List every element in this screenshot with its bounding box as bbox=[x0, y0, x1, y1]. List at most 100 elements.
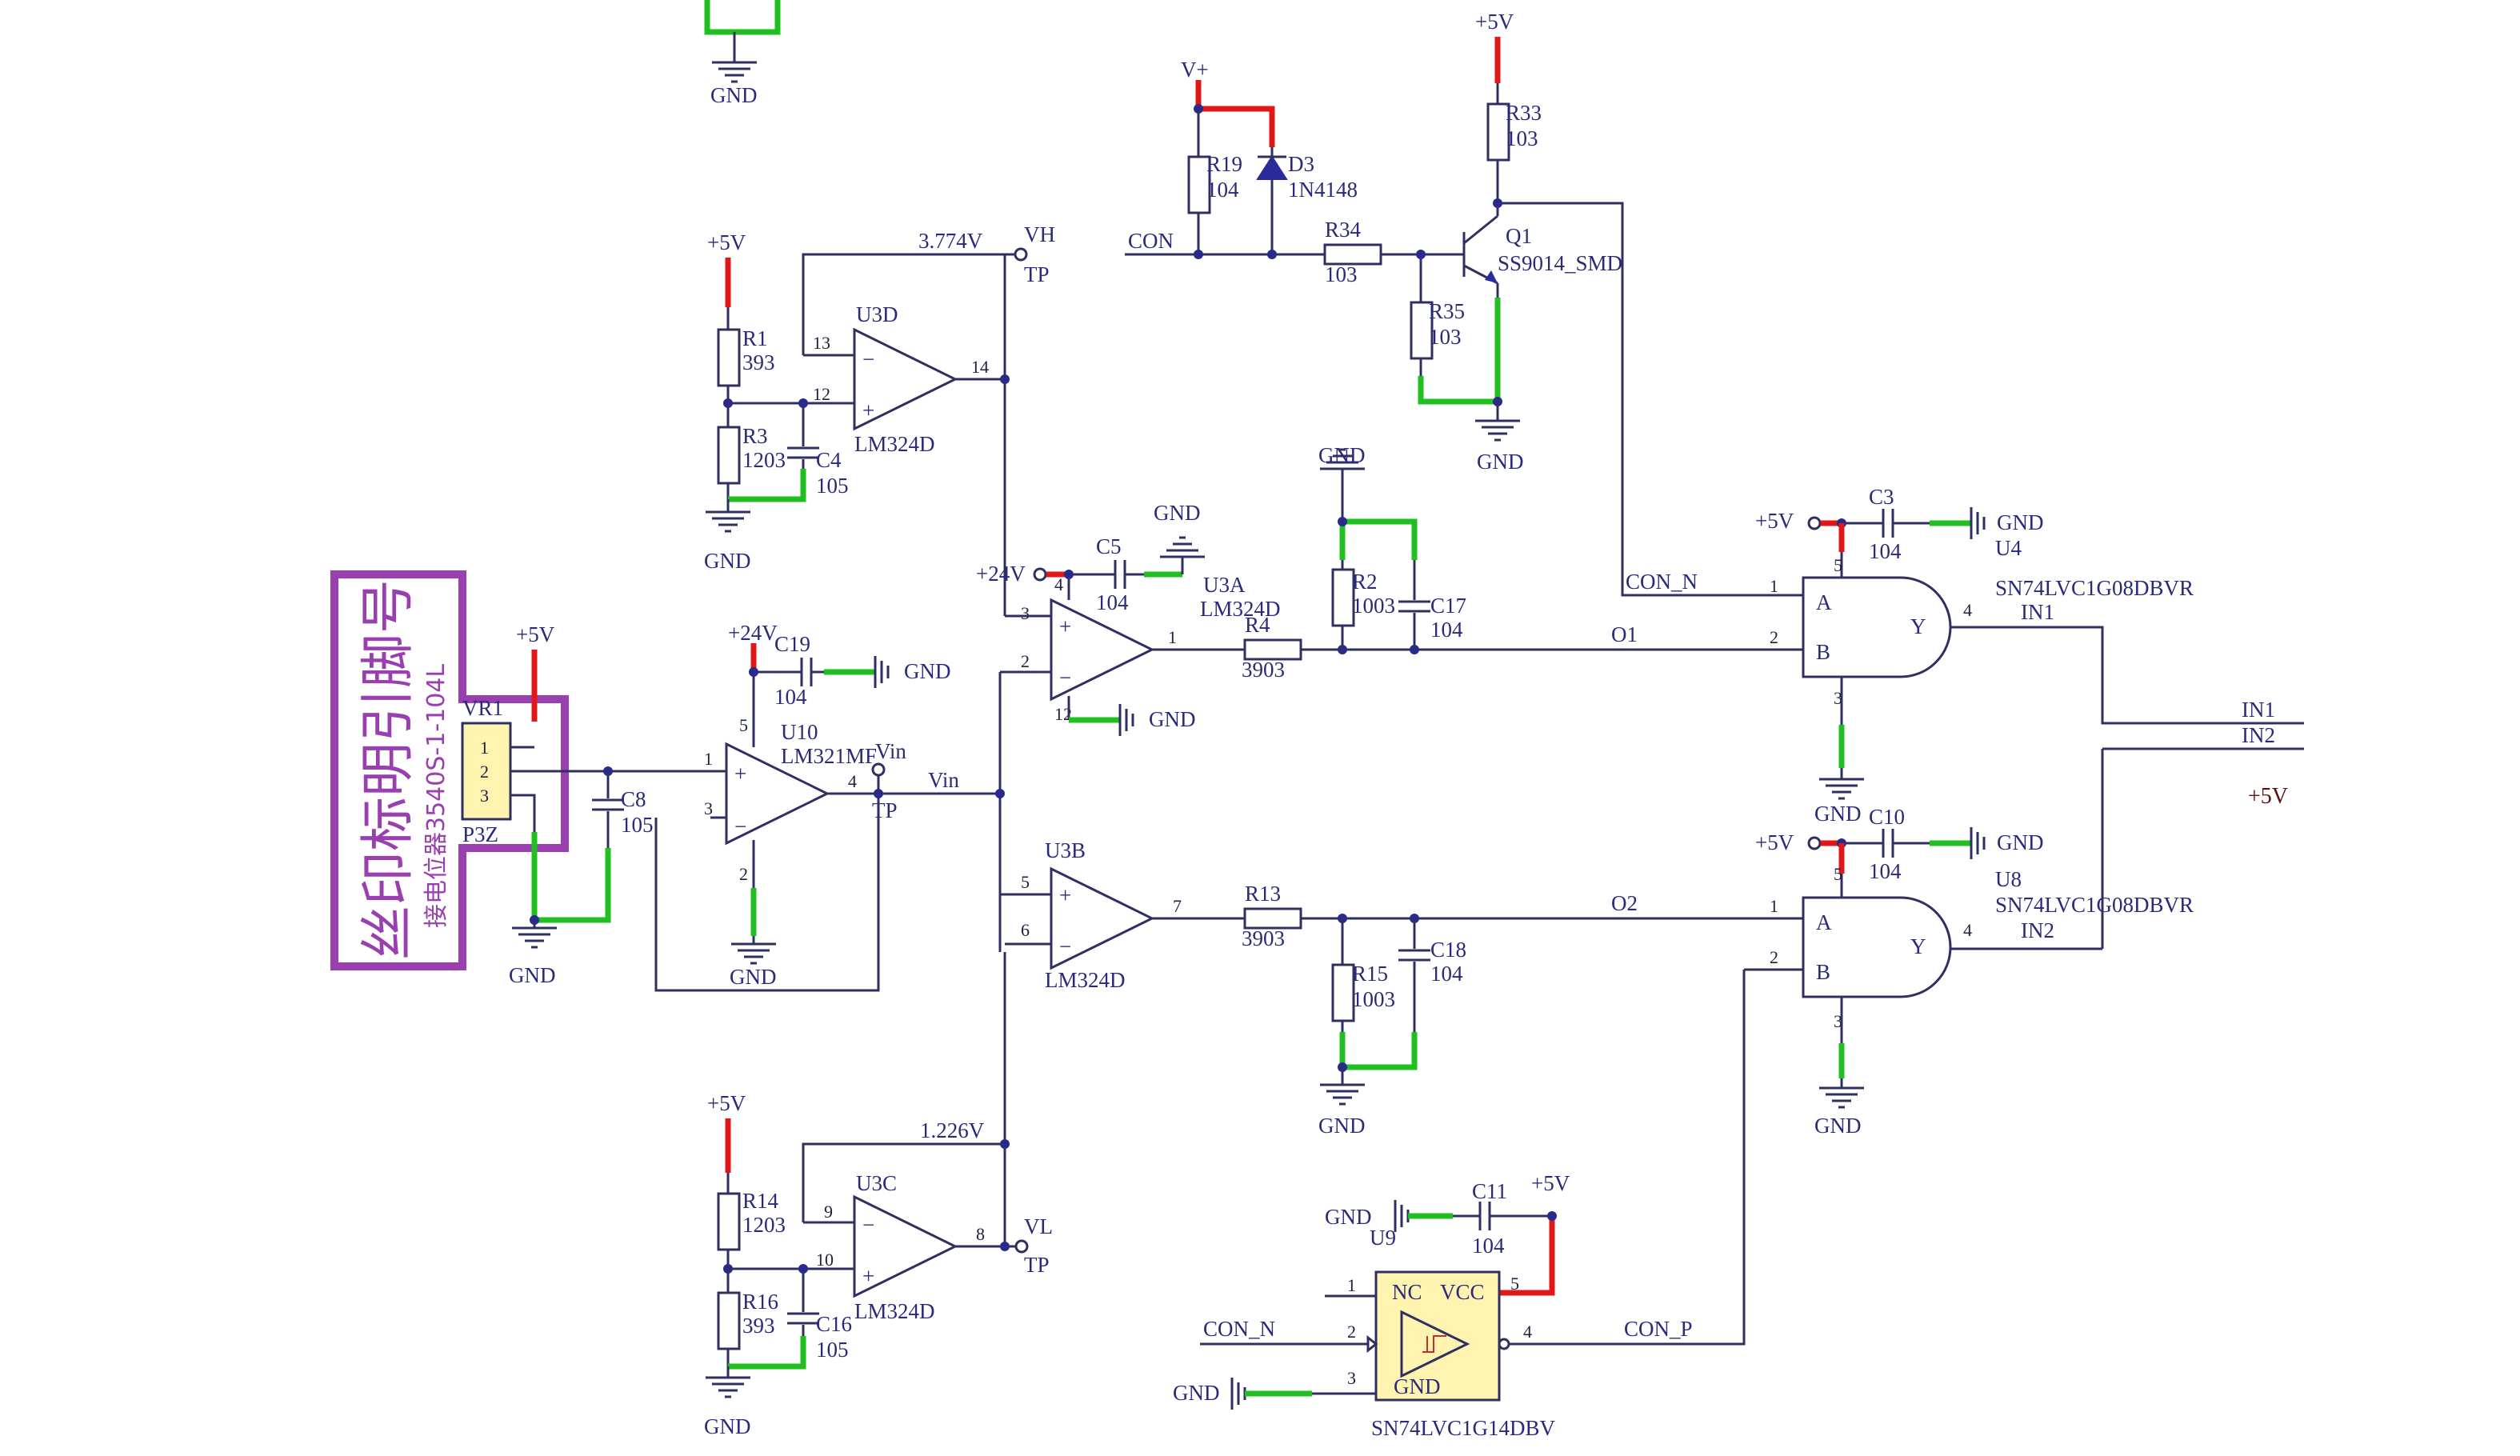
svg-text:2: 2 bbox=[1770, 947, 1778, 967]
svg-text:SN74LVC1G14DBV: SN74LVC1G14DBV bbox=[1371, 1416, 1556, 1440]
svg-text:CON_N: CON_N bbox=[1626, 570, 1698, 594]
svg-text:105: 105 bbox=[621, 813, 654, 837]
svg-text:2: 2 bbox=[480, 762, 489, 782]
svg-text:O1: O1 bbox=[1611, 622, 1638, 646]
u3b-opamp: + − U3B LM324D 5 6 7 R13 3903 O2 bbox=[1000, 838, 1784, 992]
r15-c18: R15 1003 C18 104 GND bbox=[1318, 918, 1466, 1138]
svg-text:103: 103 bbox=[1506, 126, 1538, 150]
svg-text:C18: C18 bbox=[1430, 938, 1466, 962]
svg-text:GND: GND bbox=[904, 659, 951, 683]
svg-text:+: + bbox=[862, 1264, 874, 1288]
svg-text:104: 104 bbox=[1206, 178, 1239, 202]
svg-text:O2: O2 bbox=[1611, 891, 1638, 915]
svg-text:3903: 3903 bbox=[1242, 926, 1285, 950]
svg-text:105: 105 bbox=[816, 1338, 849, 1362]
svg-text:4: 4 bbox=[848, 771, 857, 791]
svg-text:3903: 3903 bbox=[1242, 658, 1285, 682]
svg-text:C19: C19 bbox=[774, 632, 810, 656]
svg-text:103: 103 bbox=[1429, 325, 1462, 349]
svg-text:5: 5 bbox=[1834, 864, 1842, 884]
svg-text:104: 104 bbox=[1869, 539, 1902, 563]
svg-text:3: 3 bbox=[1347, 1368, 1356, 1388]
svg-text:C10: C10 bbox=[1869, 805, 1905, 829]
potentiometer-note: 接电位器3540S-1-104L bbox=[422, 664, 450, 928]
u3a-opamp: +24V C5 104 GND + − U3A LM324D 4 3 2 1 1… bbox=[976, 501, 1784, 952]
svg-text:−: − bbox=[862, 1213, 874, 1237]
svg-text:9: 9 bbox=[824, 1202, 833, 1222]
svg-text:A: A bbox=[1816, 590, 1832, 614]
svg-text:U3B: U3B bbox=[1045, 838, 1086, 862]
c19: +24V C19 104 GND bbox=[728, 621, 951, 730]
svg-text:GND: GND bbox=[509, 963, 556, 987]
svg-text:3: 3 bbox=[480, 786, 489, 806]
svg-text:104: 104 bbox=[1096, 590, 1129, 614]
svg-text:+: + bbox=[862, 398, 874, 422]
svg-text:2: 2 bbox=[739, 864, 748, 884]
svg-text:5: 5 bbox=[1021, 872, 1030, 892]
svg-text:C4: C4 bbox=[816, 448, 842, 472]
svg-text:5: 5 bbox=[1510, 1274, 1519, 1294]
svg-text:VL: VL bbox=[1024, 1214, 1053, 1238]
svg-text:5: 5 bbox=[1834, 555, 1842, 575]
svg-text:8: 8 bbox=[976, 1224, 985, 1244]
svg-text:−: − bbox=[1059, 666, 1071, 690]
svg-text:+5V: +5V bbox=[2248, 784, 2288, 809]
svg-text:TP: TP bbox=[1024, 1253, 1050, 1277]
svg-text:VCC: VCC bbox=[1440, 1280, 1485, 1304]
svg-text:14: 14 bbox=[971, 357, 989, 377]
outputs: IN1 IN2 +5V bbox=[2101, 698, 2304, 949]
svg-text:−: − bbox=[734, 814, 746, 838]
svg-text:R13: R13 bbox=[1245, 882, 1281, 906]
svg-text:3: 3 bbox=[1834, 688, 1842, 708]
plus5v-label: +5V bbox=[516, 622, 555, 646]
svg-text:Y: Y bbox=[1910, 614, 1926, 638]
svg-text:1203: 1203 bbox=[742, 1213, 786, 1237]
svg-text:U3D: U3D bbox=[856, 302, 898, 326]
svg-text:SN74LVC1G08DBVR: SN74LVC1G08DBVR bbox=[1995, 576, 2194, 600]
svg-text:V+: V+ bbox=[1181, 58, 1209, 82]
silkscreen-outline bbox=[330, 570, 569, 970]
svg-text:10: 10 bbox=[816, 1250, 834, 1270]
svg-text:1: 1 bbox=[1770, 576, 1778, 596]
svg-text:GND: GND bbox=[1814, 802, 1862, 826]
svg-text:105: 105 bbox=[816, 474, 849, 498]
svg-text:+5V: +5V bbox=[707, 1091, 746, 1115]
svg-text:12: 12 bbox=[813, 384, 830, 404]
svg-text:1: 1 bbox=[1770, 896, 1778, 916]
svg-text:GND: GND bbox=[1149, 707, 1196, 731]
svg-text:D3: D3 bbox=[1288, 152, 1314, 176]
svg-text:+24V: +24V bbox=[976, 562, 1026, 586]
svg-text:C3: C3 bbox=[1869, 485, 1894, 509]
svg-text:1: 1 bbox=[1347, 1275, 1356, 1295]
u9-inverter: GND C11 104 +5V NC VCC GND U9 SN74LVC1G1… bbox=[1173, 970, 1746, 1440]
svg-text:GND: GND bbox=[1997, 510, 2044, 534]
svg-text:LM324D: LM324D bbox=[1045, 968, 1126, 992]
svg-text:R14: R14 bbox=[742, 1189, 779, 1213]
vr1-pkg: P3Z bbox=[462, 822, 498, 846]
svg-text:U8: U8 bbox=[1995, 867, 2022, 891]
svg-text:+24V: +24V bbox=[728, 621, 778, 645]
svg-text:CON: CON bbox=[1128, 229, 1174, 253]
svg-text:B: B bbox=[1816, 640, 1830, 664]
svg-text:C5: C5 bbox=[1096, 534, 1122, 558]
svg-text:1N4148: 1N4148 bbox=[1288, 178, 1358, 202]
svg-text:R15: R15 bbox=[1352, 962, 1388, 986]
svg-text:Vin: Vin bbox=[875, 739, 906, 763]
svg-text:104: 104 bbox=[774, 685, 807, 709]
vin-junction bbox=[995, 789, 1005, 798]
svg-text:CON_N: CON_N bbox=[1203, 1317, 1275, 1341]
svg-text:U10: U10 bbox=[781, 720, 818, 744]
svg-text:LM321MF: LM321MF bbox=[781, 744, 877, 768]
svg-text:3: 3 bbox=[1834, 1011, 1842, 1031]
svg-text:1003: 1003 bbox=[1352, 987, 1395, 1011]
svg-text:3: 3 bbox=[704, 798, 713, 818]
svg-text:+: + bbox=[1059, 883, 1071, 907]
svg-text:C16: C16 bbox=[816, 1312, 852, 1336]
svg-text:GND: GND bbox=[1477, 450, 1524, 474]
svg-text:104: 104 bbox=[1430, 618, 1463, 642]
svg-text:R1: R1 bbox=[742, 326, 768, 350]
u4-and-gate: +5V C3 104 GND A B Y 5 3 1 2 4 U4 SN74LV… bbox=[1755, 485, 2304, 826]
svg-text:+5V: +5V bbox=[1755, 509, 1794, 533]
svg-text:GND: GND bbox=[1173, 1381, 1220, 1405]
svg-text:GND: GND bbox=[1154, 501, 1201, 525]
